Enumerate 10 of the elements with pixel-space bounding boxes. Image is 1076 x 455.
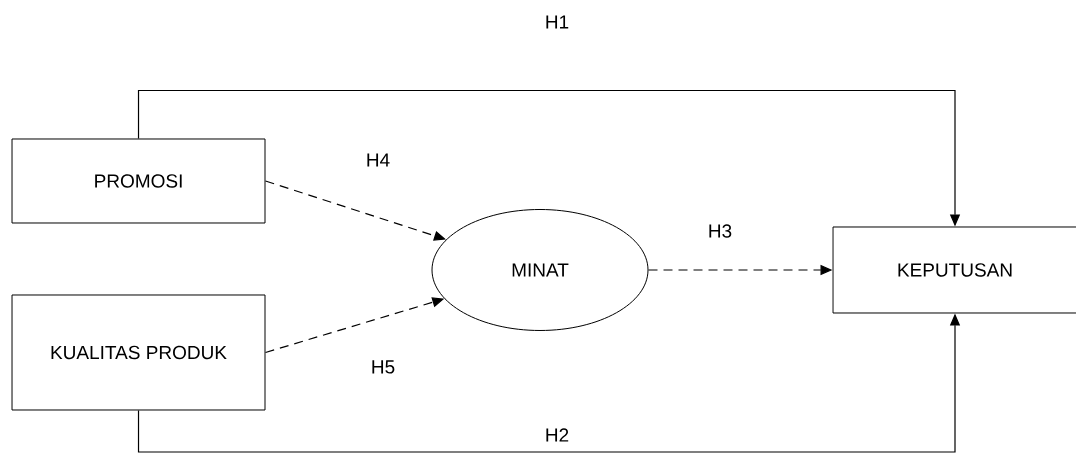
edge-label: H4 bbox=[364, 152, 392, 168]
edge-label: H5 bbox=[369, 359, 397, 375]
variable-box: KUALITAS PRODUK bbox=[11, 294, 266, 411]
arrow bbox=[264, 180, 446, 241]
variable-box: KEPUTUSAN bbox=[832, 226, 1076, 314]
ellipse-node: MINAT bbox=[431, 209, 649, 331]
edge-label: H3 bbox=[706, 223, 734, 239]
edge-label: H1 bbox=[543, 14, 571, 30]
variable-box: PROMOSI bbox=[11, 138, 266, 224]
edge-label: H2 bbox=[543, 427, 571, 443]
